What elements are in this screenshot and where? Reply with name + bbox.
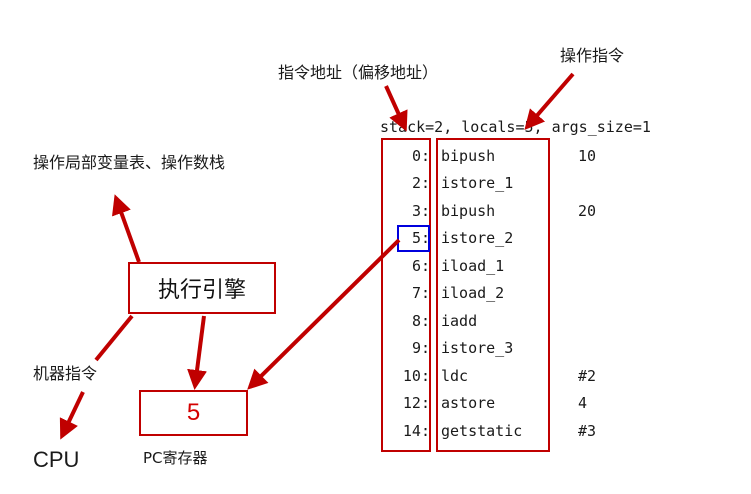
row-offset: 12: — [402, 394, 430, 412]
row-offset: 10: — [402, 367, 430, 385]
row-argument: #3 — [578, 422, 597, 440]
row-instruction: astore — [441, 394, 496, 412]
row-offset: 7: — [411, 284, 430, 302]
execution-engine-box: 执行引擎 — [128, 262, 276, 314]
row-instruction: istore_1 — [441, 174, 514, 192]
bytecode-header: stack=2, locals=5, args_size=1 — [380, 118, 651, 136]
row-argument: 20 — [578, 202, 597, 220]
row-offset: 0: — [411, 147, 430, 165]
row-instruction: bipush — [441, 147, 496, 165]
pc-register-box: 5 — [139, 390, 248, 436]
row-argument: 10 — [578, 147, 597, 165]
row-instruction: getstatic — [441, 422, 523, 440]
instruction-column-box — [436, 138, 550, 452]
row-instruction: iadd — [441, 312, 478, 330]
line-engine-to-machine — [94, 314, 134, 362]
row-offset: 5: — [411, 229, 430, 247]
arrow-engine-to-pc — [187, 315, 207, 390]
row-instruction: iload_2 — [441, 284, 505, 302]
row-offset: 9: — [411, 339, 430, 357]
arrow-address-to-offsets — [384, 85, 408, 132]
row-offset: 8: — [411, 312, 430, 330]
instruction-address-label: 指令地址（偏移地址） — [278, 63, 439, 82]
arrow-op-to-instructions — [524, 72, 575, 131]
pc-register-value: 5 — [186, 399, 201, 426]
arrow-engine-to-locals — [112, 194, 141, 263]
operation-instruction-label: 操作指令 — [560, 46, 625, 65]
row-offset: 2: — [411, 174, 430, 192]
row-argument: 4 — [578, 394, 588, 412]
row-argument: #2 — [578, 367, 597, 385]
offset-column-box — [381, 138, 431, 452]
current-offset-highlight — [397, 225, 430, 252]
row-instruction: iload_1 — [441, 257, 505, 275]
row-offset: 6: — [411, 257, 430, 275]
arrow-offset-to-pc — [247, 238, 401, 390]
row-offset: 14: — [402, 422, 430, 440]
row-instruction: istore_3 — [441, 339, 514, 357]
pc-register-label: PC寄存器 — [143, 449, 208, 467]
row-instruction: istore_2 — [441, 229, 514, 247]
cpu-label: CPU — [33, 447, 80, 472]
execution-engine-label: 执行引擎 — [157, 278, 246, 303]
operate-locals-stack-label: 操作局部变量表、操作数栈 — [33, 153, 226, 172]
row-instruction: ldc — [441, 367, 469, 385]
row-instruction: bipush — [441, 202, 496, 220]
row-offset: 3: — [411, 202, 430, 220]
machine-instruction-label: 机器指令 — [33, 364, 98, 383]
arrow-machine-to-cpu — [59, 391, 85, 440]
